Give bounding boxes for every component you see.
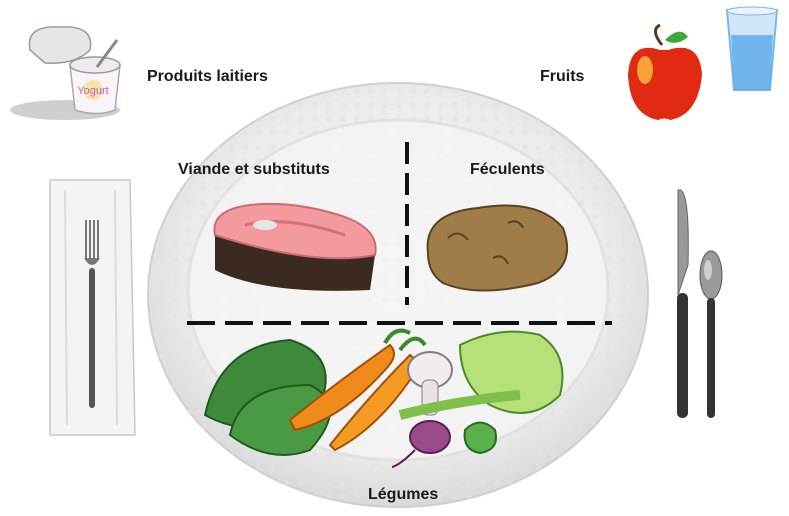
label-starch: Féculents bbox=[470, 161, 545, 179]
steak-icon bbox=[205, 195, 385, 305]
label-fruits: Fruits bbox=[540, 68, 584, 86]
water-glass-icon bbox=[722, 5, 782, 95]
vegetables-icon bbox=[200, 325, 590, 475]
knife-icon bbox=[670, 185, 700, 425]
label-meat: Viande et substituts bbox=[178, 161, 330, 179]
yogurt-icon: Yogurt bbox=[5, 5, 145, 135]
potato-icon bbox=[418, 198, 578, 298]
yogurt-brand: Yogurt bbox=[77, 85, 108, 97]
apple-icon bbox=[620, 25, 710, 125]
label-dairy: Produits laitiers bbox=[147, 68, 268, 86]
spoon-icon bbox=[697, 250, 727, 425]
label-vegetables: Légumes bbox=[368, 486, 438, 504]
napkin-icon bbox=[45, 180, 145, 440]
